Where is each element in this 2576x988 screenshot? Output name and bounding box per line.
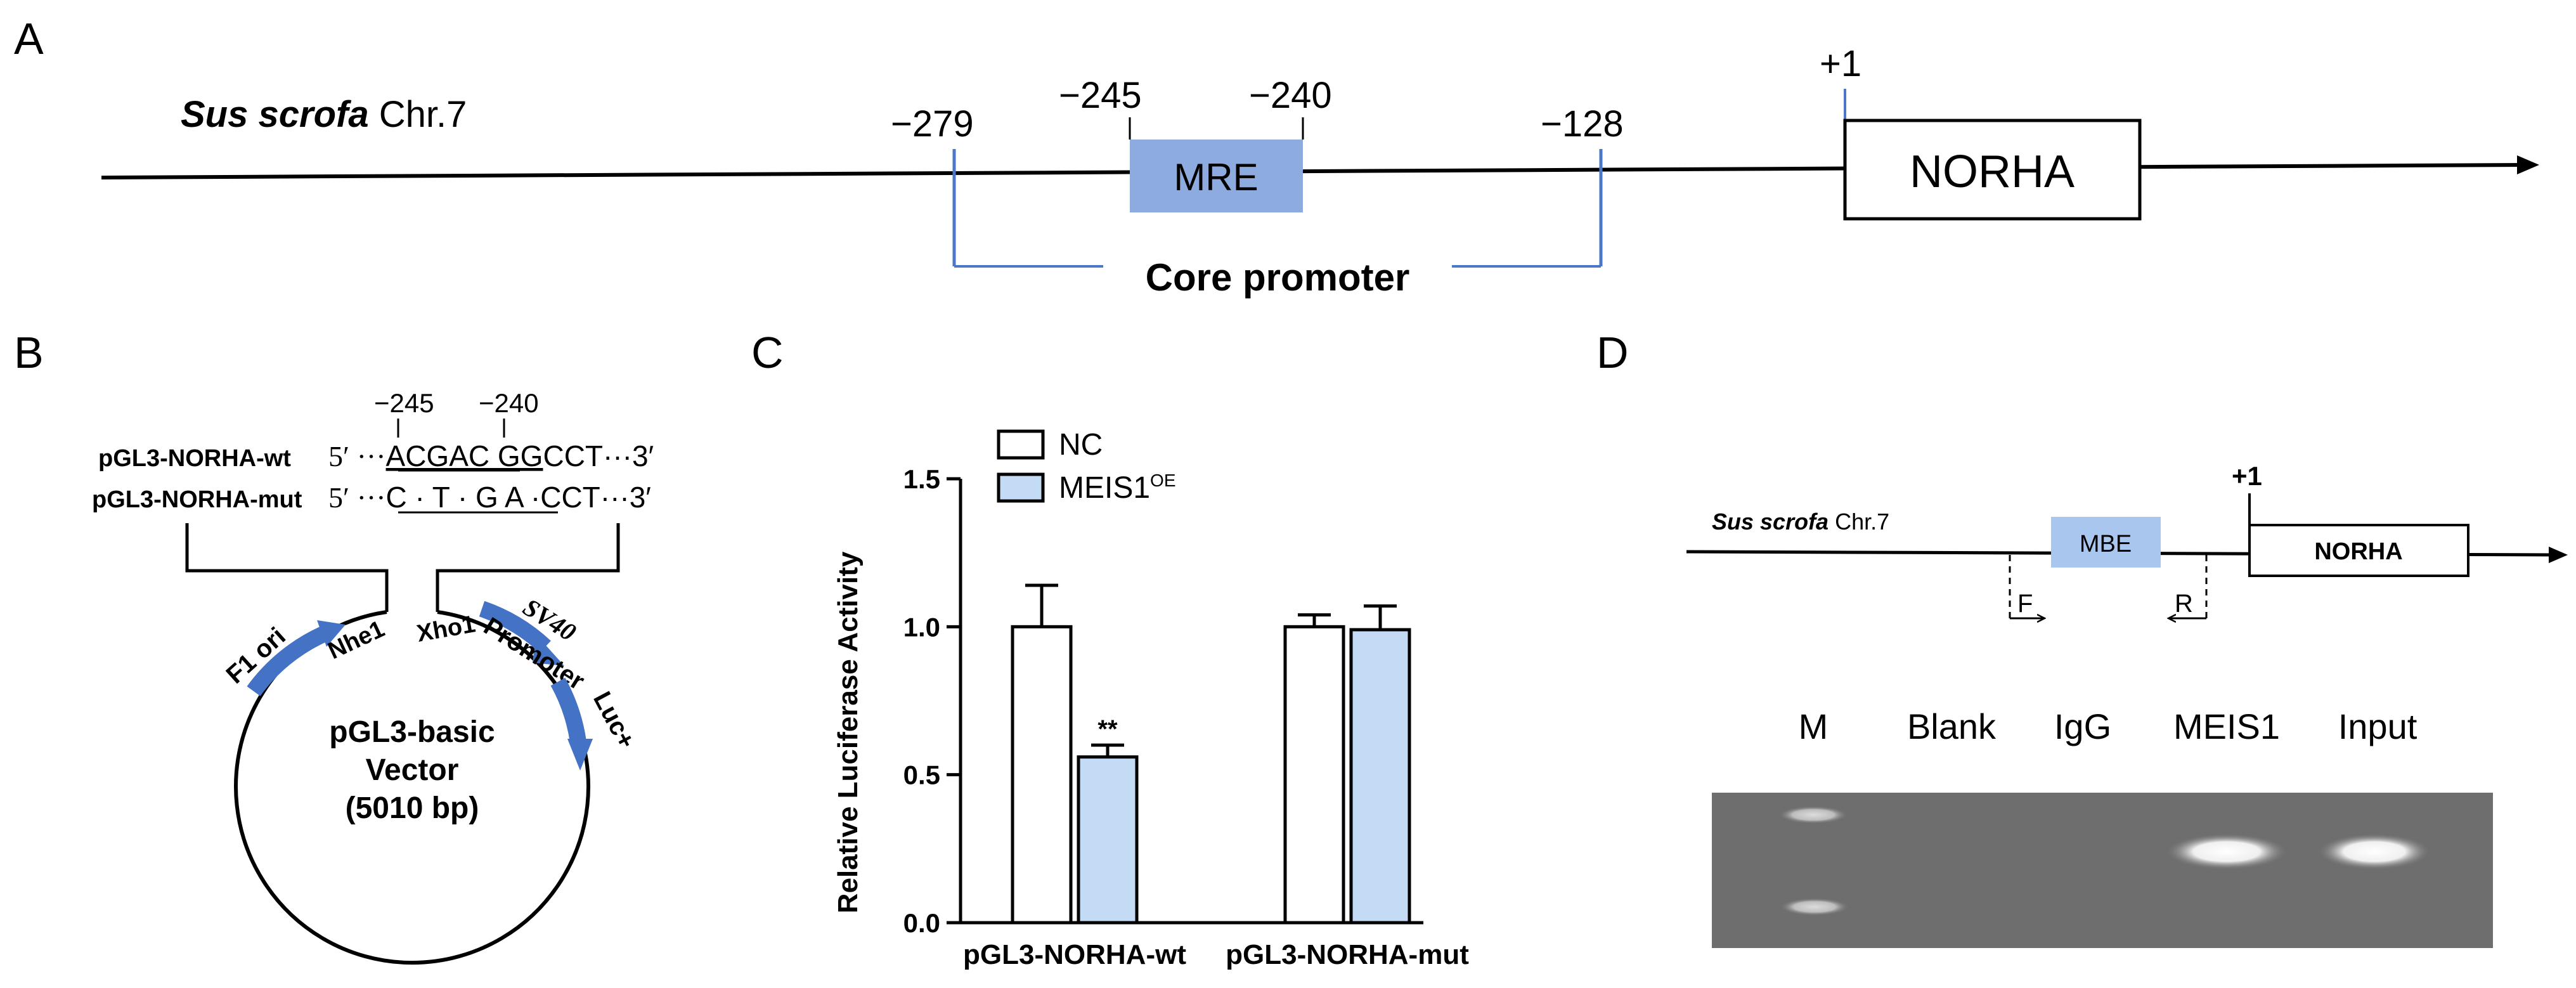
lane-label-igg: IgG	[2054, 706, 2111, 746]
species-name-a: Sus scrofa	[181, 94, 369, 135]
vector-name-l2: Vector	[366, 753, 459, 787]
panel-c-label: C	[751, 328, 784, 377]
legend-label-nc: NC	[1059, 428, 1103, 462]
mut-seq-prefix: 5′ ···	[328, 481, 386, 514]
legend-swatch-nc	[997, 429, 1045, 460]
mut-seq-suffix: CCT···3′	[540, 481, 651, 514]
wt-seq-prefix: 5′ ···	[328, 440, 386, 472]
legend-label-meis1: MEIS1OE	[1059, 471, 1176, 505]
wt-sequence: 5′ ···ACGAC GGCCT···3′	[328, 439, 654, 472]
panel-d-label: D	[1596, 328, 1629, 377]
legend-meis1-name: MEIS1	[1059, 471, 1150, 505]
chromosome-arrowhead-d	[2549, 547, 2568, 563]
y-axis-label: Relative Luciferase Activity	[832, 551, 864, 913]
x-category-label: pGL3-NORHA-mut	[1226, 939, 1469, 970]
significance-marker: **	[1097, 715, 1118, 743]
panel-b: B −245 −240 pGL3-NORHA-wt 5′ ···ACGAC GG…	[14, 328, 654, 965]
bar-meis1	[1077, 755, 1139, 925]
marker-band-bottom	[1780, 898, 1849, 916]
mre-box	[1130, 140, 1303, 212]
species-chrom-d: Sus scrofa Chr.7	[1712, 509, 1889, 535]
chromosome-a: Chr.7	[379, 94, 467, 135]
pos-240-label: −240	[1249, 75, 1332, 116]
luciferase-bar-chart: 0.0 0.5 1.0 1.5 pGL3-NORHA-wt pGL3-NORHA-mut *…	[903, 464, 1470, 970]
norha-gene-box-a	[1843, 119, 2142, 221]
band-meis1	[2166, 834, 2287, 869]
seq-pos-240: −240	[479, 388, 539, 418]
luc-arrowhead	[567, 739, 593, 770]
luc-label: Luc+	[588, 687, 640, 753]
vector-size: (5010 bp)	[346, 791, 479, 825]
pos-279-label: −279	[891, 103, 974, 145]
wt-construct-name: pGL3-NORHA-wt	[98, 445, 291, 472]
sv40-arrowhead	[533, 634, 564, 666]
y-tick-label: 1.5	[903, 464, 940, 494]
norha-gene-box-d	[2248, 524, 2469, 577]
lane-label-m: M	[1799, 706, 1828, 746]
insert-bracket-right	[436, 523, 620, 612]
norha-label-a: NORHA	[1910, 146, 2074, 197]
pos-128-label: −128	[1541, 103, 1624, 145]
species-chrom-a: Sus scrofa Chr.7	[181, 94, 467, 135]
xho1-label: Xho1	[415, 611, 477, 647]
panel-c: C Relative Luciferase Activity 0.0 0.5 1.0…	[751, 328, 1469, 970]
tss-label-d: +1	[2232, 461, 2262, 491]
y-tick-label: 0.5	[903, 760, 940, 790]
insert-bracket-left	[185, 523, 389, 612]
vector-name-l1: pGL3-basic	[329, 715, 495, 749]
x-category-label: pGL3-NORHA-wt	[963, 939, 1186, 970]
y-tick-label: 0.0	[903, 908, 940, 938]
panel-d: D Sus scrofa Chr.7 MBE +1 NORHA F R M Bl…	[1596, 328, 2568, 948]
core-promoter-label: Core promoter	[1146, 256, 1410, 299]
lane-label-input: Input	[2338, 706, 2417, 746]
panel-b-label: B	[14, 328, 44, 377]
bar-nc	[1011, 625, 1073, 925]
mbe-box	[2051, 517, 2161, 568]
seq-pos-245: −245	[374, 388, 434, 418]
legend-swatch-meis1	[997, 472, 1045, 503]
chromosome-arrowhead-a	[2517, 155, 2539, 174]
mut-construct-name: pGL3-NORHA-mut	[92, 486, 302, 513]
f1-ori-arc	[247, 627, 327, 696]
primer-r-label: R	[2175, 590, 2193, 618]
tss-label-a: +1	[1820, 43, 1861, 84]
band-input	[2319, 834, 2430, 869]
f1-ori-arrowhead	[317, 620, 346, 647]
lane-label-blank: Blank	[1907, 706, 1997, 746]
norha-label-d: NORHA	[2314, 538, 2402, 565]
mre-label: MRE	[1174, 156, 1258, 198]
wt-seq-core: ACGAC GG	[386, 439, 543, 472]
chromosome-d: Chr.7	[1835, 509, 1889, 535]
lane-label-meis1: MEIS1	[2173, 706, 2280, 746]
mut-sequence: 5′ ···C · T · G A ·CCT···3′	[328, 481, 651, 514]
chromosome-line-a	[101, 162, 2527, 179]
wt-seq-suffix: CCT···3′	[543, 439, 654, 472]
luc-arc	[550, 677, 586, 744]
mbe-label: MBE	[2080, 531, 2132, 557]
species-name-d: Sus scrofa	[1712, 509, 1828, 535]
marker-band-top	[1778, 806, 1848, 824]
mut-seq-core: C · T · G A ·	[386, 481, 541, 514]
legend-meis1-sup: OE	[1150, 471, 1175, 490]
bar-nc	[1283, 625, 1345, 925]
primer-f-label: F	[2017, 590, 2033, 618]
panel-a: A Sus scrofa Chr.7 −279 −245 −240 MRE −1…	[14, 14, 2539, 299]
bar-meis1	[1349, 628, 1411, 925]
pos-245-label: −245	[1059, 75, 1142, 116]
y-tick-label: 1.0	[903, 612, 940, 642]
panel-a-label: A	[14, 14, 44, 63]
